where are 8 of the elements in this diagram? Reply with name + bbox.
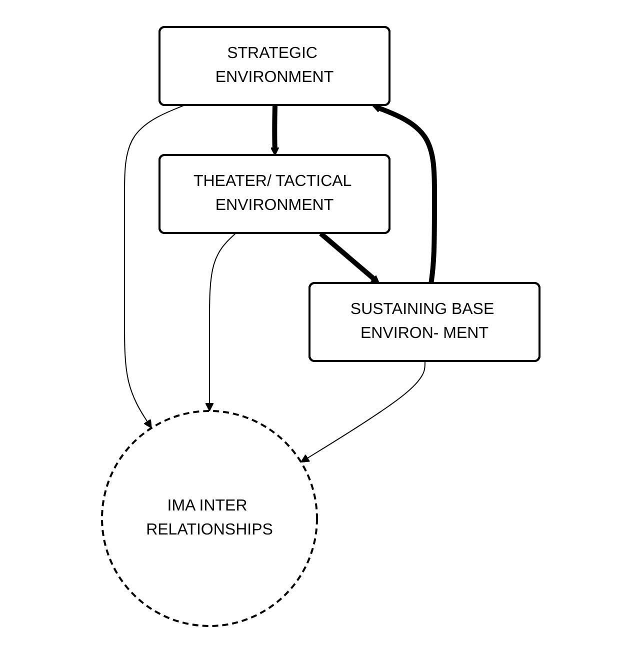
arrow: [319, 232, 380, 284]
node-text: STRATEGIC ENVIRONMENT: [216, 45, 334, 86]
arrow: [124, 105, 184, 428]
arrow: [300, 361, 426, 462]
arrow: [372, 104, 438, 284]
arrow: [270, 105, 280, 156]
arrow: [205, 233, 236, 412]
node-circle: IMA INTER RELATIONSHIPS: [101, 410, 318, 627]
